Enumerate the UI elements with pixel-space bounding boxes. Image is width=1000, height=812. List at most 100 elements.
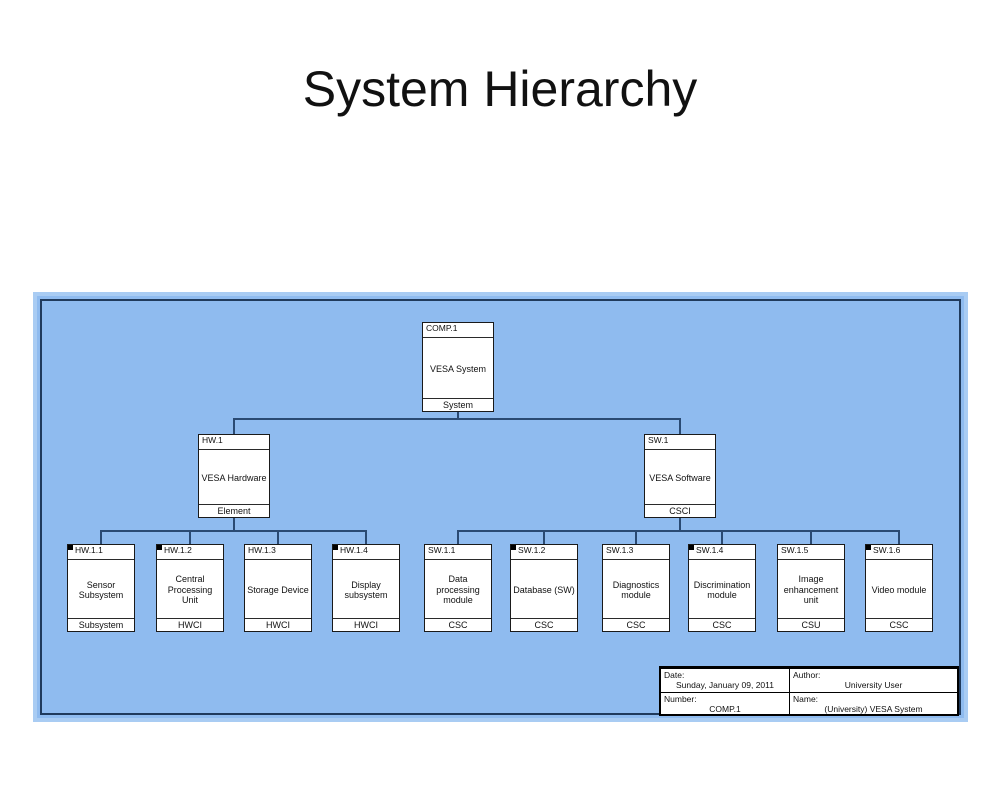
node-id-label: SW.1: [645, 435, 715, 450]
node-title: Database (SW): [513, 584, 575, 595]
connector-line: [365, 531, 367, 544]
node-title: Discrimination module: [693, 579, 751, 600]
panel-inner-border: [40, 299, 961, 715]
connector-line: [457, 412, 459, 419]
node-id-text: COMP.1: [426, 323, 458, 333]
node-id-text: HW.1: [202, 435, 223, 445]
node-title: Storage Device: [247, 584, 309, 595]
node-title: VESA Software: [649, 472, 711, 483]
node-title: VESA System: [429, 363, 487, 374]
node-id-label: HW.1.3: [245, 545, 311, 560]
corner-marker-icon: [333, 545, 338, 550]
connector-line: [277, 531, 279, 544]
connector-line: [233, 518, 235, 531]
info-cell-number: Number: COMP.1: [661, 691, 789, 715]
node-id-text: HW.1.4: [340, 545, 368, 555]
info-label: Name:: [793, 693, 819, 704]
node-type-label: HWCI: [333, 618, 399, 631]
connector-line: [898, 531, 900, 544]
node-id-text: SW.1.6: [873, 545, 901, 555]
info-table: Date: Sunday, January 09, 2011 Author: U…: [659, 666, 959, 716]
node-id-text: SW.1: [648, 435, 669, 445]
node-type-label: CSC: [689, 618, 755, 631]
node-id-label: SW.1.2: [511, 545, 577, 560]
node-id-label: HW.1.4: [333, 545, 399, 560]
info-label: Date:: [664, 670, 685, 680]
connector-line: [635, 531, 637, 544]
node-id-label: SW.1.4: [689, 545, 755, 560]
info-label: Number:: [664, 693, 697, 704]
connector-line: [721, 531, 723, 544]
node-title: Diagnostics module: [612, 579, 660, 600]
node-type-label: Subsystem: [68, 618, 134, 631]
info-cell-author: Author: University User: [789, 669, 957, 692]
connector-line: [189, 531, 191, 544]
node-type-label: CSCI: [645, 504, 715, 517]
slide-title: System Hierarchy: [302, 61, 698, 117]
info-cell-date: Date: Sunday, January 09, 2011: [661, 669, 789, 692]
node-type-label: CSC: [425, 618, 491, 631]
node-type-label: CSC: [603, 618, 669, 631]
node-title: Sensor Subsystem: [78, 579, 124, 600]
corner-marker-icon: [511, 545, 516, 550]
node-title: Central Processing Unit: [167, 574, 213, 606]
node-id-text: SW.1.4: [696, 545, 724, 555]
node-id-text: SW.1.3: [606, 545, 634, 555]
info-label: Author:: [793, 670, 821, 680]
node-id-label: HW.1: [199, 435, 269, 450]
node-id-label: COMP.1: [423, 323, 493, 338]
connector-line: [100, 530, 367, 532]
corner-marker-icon: [689, 545, 694, 550]
node-id-text: HW.1.3: [248, 545, 276, 555]
connector-line: [679, 518, 681, 531]
info-value: Sunday, January 09, 2011: [676, 680, 774, 690]
node-type-label: CSC: [866, 618, 932, 631]
node-id-label: SW.1.1: [425, 545, 491, 560]
node-id-text: HW.1.2: [164, 545, 192, 555]
node-type-label: CSU: [778, 618, 844, 631]
connector-line: [543, 531, 545, 544]
connector-line: [679, 419, 681, 434]
connector-line: [233, 418, 681, 420]
connector-line: [810, 531, 812, 544]
node-id-label: SW.1.3: [603, 545, 669, 560]
node-id-text: HW.1.1: [75, 545, 103, 555]
node-title: Data processing module: [436, 574, 480, 606]
node-id-label: HW.1.1: [68, 545, 134, 560]
node-id-label: HW.1.2: [157, 545, 223, 560]
node-title: Display subsystem: [344, 579, 388, 600]
node-id-text: SW.1.2: [518, 545, 546, 555]
connector-line: [457, 531, 459, 544]
info-value: COMP.1: [709, 703, 741, 714]
node-id-label: SW.1.6: [866, 545, 932, 560]
node-type-label: CSC: [511, 618, 577, 631]
corner-marker-icon: [68, 545, 73, 550]
node-title: Image enhancement unit: [783, 574, 839, 606]
info-value: (University) VESA System: [824, 703, 923, 714]
node-type-label: Element: [199, 504, 269, 517]
connector-line: [457, 530, 900, 532]
node-id-text: SW.1.5: [781, 545, 809, 555]
connector-line: [233, 419, 235, 434]
node-type-label: HWCI: [157, 618, 223, 631]
node-type-label: HWCI: [245, 618, 311, 631]
info-value: University User: [844, 680, 903, 690]
node-id-label: SW.1.5: [778, 545, 844, 560]
node-type-label: System: [423, 398, 493, 411]
connector-line: [100, 531, 102, 544]
corner-marker-icon: [866, 545, 871, 550]
